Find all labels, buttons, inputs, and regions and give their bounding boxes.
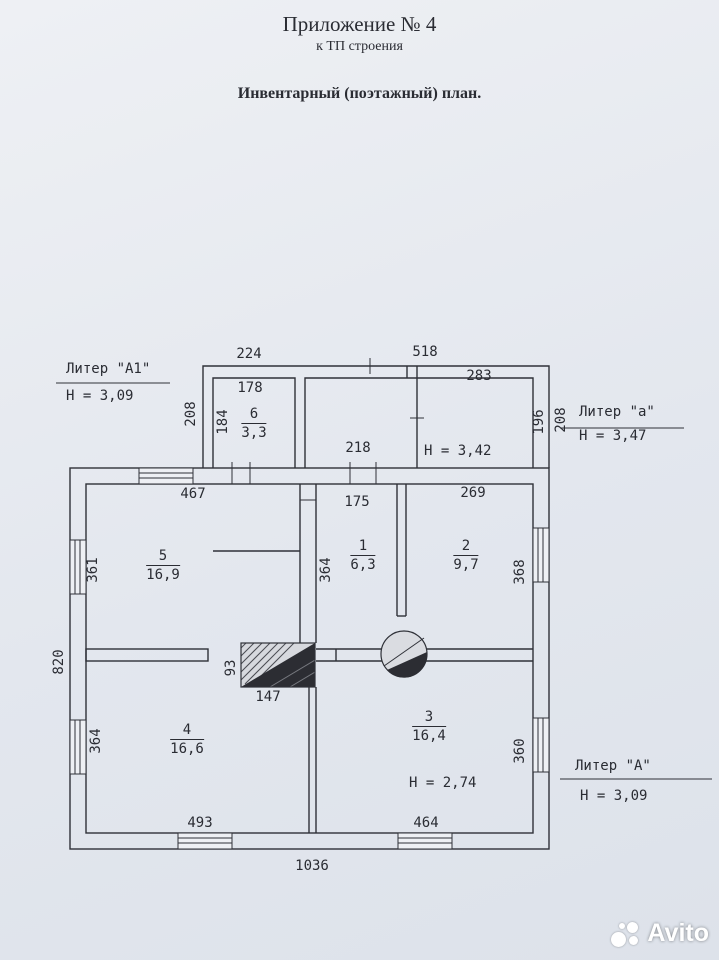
room-number: 5 (146, 548, 180, 566)
room-2-label: 2 9,7 (453, 538, 479, 574)
window-left-upper (69, 539, 87, 595)
dim-493: 493 (187, 815, 213, 831)
dim-364-left: 364 (88, 728, 104, 754)
plan-title: Инвентарный (поэтажный) план. (237, 85, 482, 102)
room-area: 3,3 (241, 425, 267, 441)
avito-watermark: Avito (611, 919, 709, 948)
wall-room5-room4 (85, 648, 209, 662)
main-house-outer-wall (69, 467, 550, 850)
dim-218: 218 (345, 440, 371, 456)
dim-224: 224 (236, 346, 262, 362)
dim-360: 360 (512, 738, 528, 764)
room-1-label: 1 6,3 (350, 538, 376, 574)
dim-208-left: 208 (183, 401, 199, 427)
liter-a-small-height: Н = 3,47 (579, 428, 647, 444)
dim-361: 361 (85, 557, 101, 583)
dim-1036: 1036 (295, 858, 329, 874)
room-3-label: 3 16,4 (412, 709, 446, 745)
dim-184: 184 (215, 409, 231, 435)
stove-square (241, 643, 315, 687)
liter-a-main-height: Н = 3,09 (580, 788, 648, 804)
room-number: 1 (350, 538, 376, 556)
dim-269: 269 (460, 485, 486, 501)
window-bottom-right (397, 832, 453, 850)
room-number: 4 (170, 722, 204, 740)
appendix-subtitle: к ТП строения (316, 39, 403, 54)
room-number: 2 (453, 538, 479, 556)
window-top (138, 467, 194, 485)
liter-a-main-label: Литер "А" (575, 758, 651, 774)
window-bottom-left (177, 832, 233, 850)
dim-820: 820 (51, 649, 67, 675)
dim-364-mid: 364 (318, 557, 334, 583)
main-height: Н = 2,74 (409, 775, 477, 791)
liter-a1-label: Литер "А1" (66, 361, 151, 377)
room-area: 16,6 (170, 741, 204, 757)
dim-518: 518 (412, 344, 438, 360)
dim-208-right: 208 (553, 407, 569, 433)
dim-175: 175 (344, 494, 370, 510)
room-number: 6 (241, 406, 267, 424)
liter-a1-height: Н = 3,09 (66, 388, 134, 404)
dim-283: 283 (466, 368, 492, 384)
avito-watermark-text: Avito (647, 919, 709, 947)
dim-178: 178 (237, 380, 263, 396)
room-area: 6,3 (350, 557, 376, 573)
dim-196: 196 (531, 409, 547, 435)
stove-round (380, 630, 428, 678)
dim-368: 368 (512, 559, 528, 585)
window-left-lower (69, 719, 87, 775)
avito-logo-icon (611, 921, 641, 947)
extension-inner-wall (212, 377, 296, 468)
room-area: 16,4 (412, 728, 446, 744)
window-right-upper (532, 527, 550, 583)
room-5-label: 5 16,9 (146, 548, 180, 584)
room-number: 3 (412, 709, 446, 727)
room-area: 9,7 (453, 557, 479, 573)
liter-a-small-label: Литер "а" (579, 404, 655, 420)
room-area: 16,9 (146, 567, 180, 583)
room-6-label: 6 3,3 (241, 406, 267, 442)
dim-464: 464 (413, 815, 439, 831)
dim-467: 467 (180, 486, 206, 502)
veranda-height: Н = 3,42 (424, 443, 492, 459)
dim-93: 93 (223, 659, 239, 677)
appendix-title: Приложение № 4 (282, 12, 437, 36)
room-4-label: 4 16,6 (170, 722, 204, 758)
window-right-lower (532, 717, 550, 773)
dim-147: 147 (255, 689, 281, 705)
